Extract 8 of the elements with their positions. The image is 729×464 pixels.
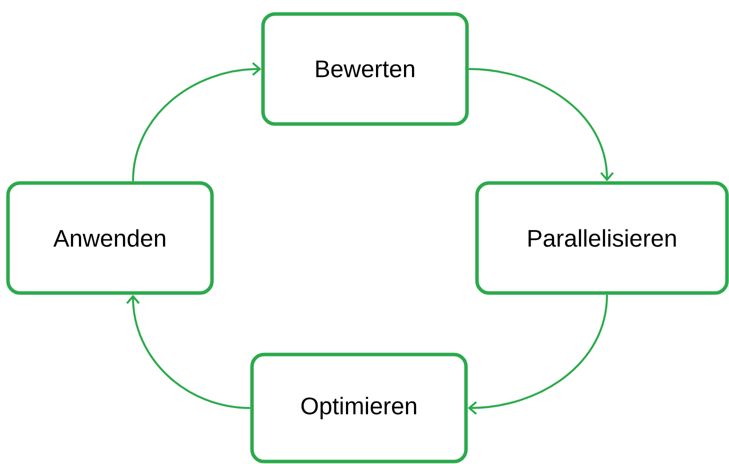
- process-box: Parallelisieren: [475, 181, 729, 295]
- arrow: [468, 294, 608, 415]
- process-box: Optimieren: [250, 352, 468, 464]
- arrow: [132, 62, 262, 182]
- arrow: [468, 68, 614, 182]
- process-box: Bewerten: [261, 12, 469, 126]
- arrow: [126, 294, 250, 409]
- process-box: Anwenden: [6, 181, 214, 295]
